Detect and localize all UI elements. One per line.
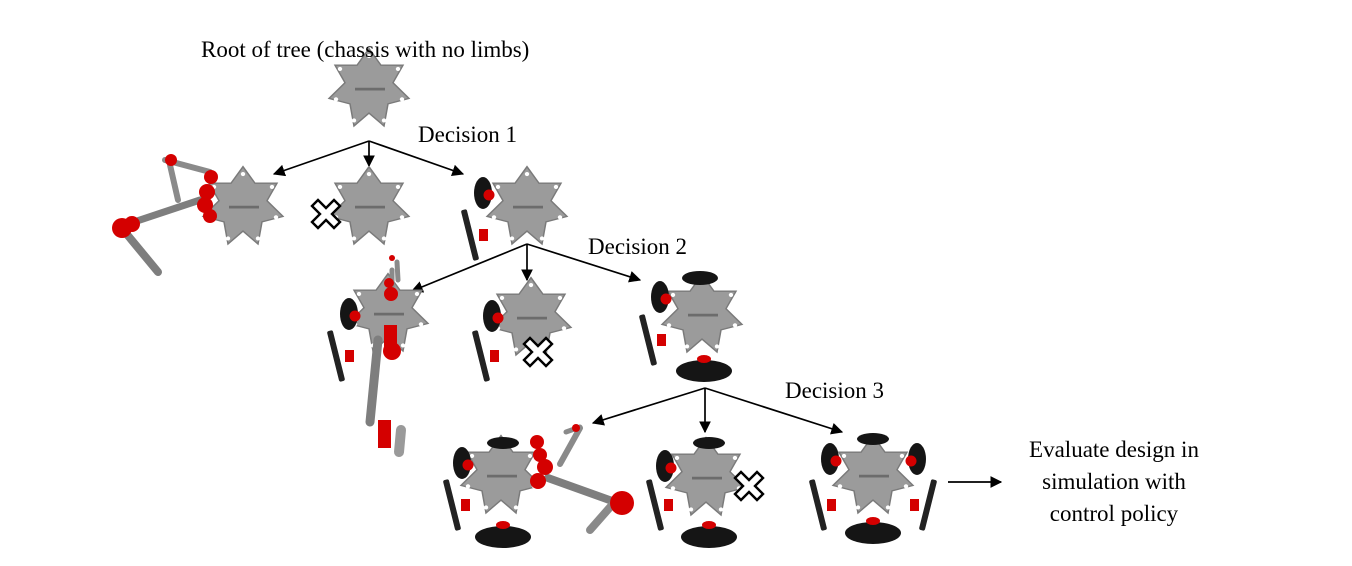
node-d1-wheel	[460, 165, 569, 261]
paddle-limb	[471, 330, 499, 382]
node-d2-arm	[326, 255, 430, 457]
paddle-limb	[808, 479, 836, 531]
paddle-limb	[326, 330, 354, 382]
wheel-icon	[651, 281, 672, 313]
root-label: Root of tree (chassis with no limbs)	[201, 37, 530, 62]
decision-2-label: Decision 2	[588, 234, 688, 259]
paddle-limb	[638, 314, 666, 366]
wheel-icon	[474, 177, 495, 209]
node-d1-arm	[112, 154, 285, 276]
arrow-root-to-arm	[272, 140, 370, 177]
arrow-d2-to-arm	[410, 243, 528, 293]
wheel-icon	[821, 443, 842, 475]
paddle-limb	[910, 479, 938, 531]
evaluate-line-1: Evaluate design in	[1029, 437, 1199, 462]
decision-3-label: Decision 3	[785, 378, 885, 403]
node-d3-arm	[442, 424, 634, 548]
paddle-limb	[460, 209, 488, 261]
arrow-d3-to-wheel	[704, 387, 844, 435]
arm-joints	[112, 154, 218, 238]
node-d2-none	[471, 276, 573, 382]
wheel-icon	[905, 443, 926, 475]
bottom-wheel-icon	[681, 521, 737, 548]
evaluate-label: Evaluate design in simulation with contr…	[1008, 434, 1220, 530]
arm-limb-links	[121, 157, 213, 276]
node-d2-wheel	[638, 271, 744, 382]
evaluate-line-3: control policy	[1049, 501, 1179, 526]
node-d3-wheel	[808, 433, 938, 544]
tree-arrows	[272, 140, 1003, 488]
bottom-wheel-icon	[475, 521, 531, 548]
arrow-d2-to-wheel	[526, 243, 642, 283]
arrow-d3-to-arm	[591, 387, 706, 426]
arm-limb	[530, 424, 634, 534]
node-d1-none	[310, 165, 411, 246]
bottom-wheel-icon	[845, 517, 901, 544]
decision-1-label: Decision 1	[418, 122, 518, 147]
evaluate-line-2: simulation with	[1042, 469, 1186, 494]
arrow-root-to-wheel	[368, 140, 465, 177]
arm-limb	[365, 255, 406, 457]
node-d3-none	[645, 436, 765, 548]
bottom-wheel-icon	[676, 355, 732, 382]
